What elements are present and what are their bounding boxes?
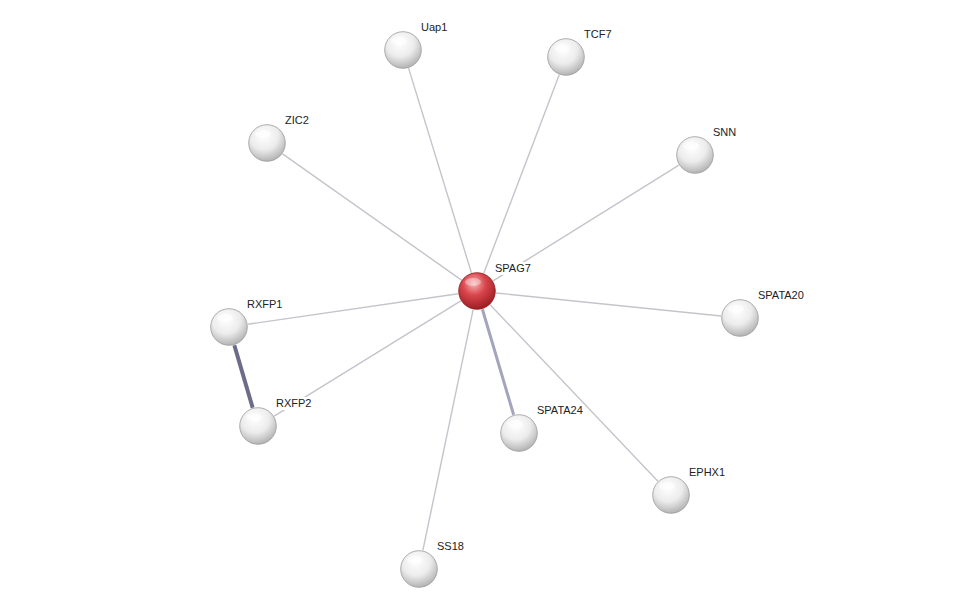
protein-ball: [721, 299, 759, 337]
protein-ball: [239, 407, 277, 445]
protein-ball: [248, 124, 286, 162]
protein-node: Uap1: [384, 31, 422, 69]
protein-label: SPATA24: [536, 404, 584, 417]
protein-node: SS18: [400, 550, 438, 588]
interaction-edge: [409, 68, 472, 273]
protein-label: Uap1: [420, 21, 448, 34]
protein-label: EPHX1: [688, 466, 726, 479]
protein-node: EPHX1: [652, 476, 690, 514]
query-protein-ball: [458, 272, 496, 310]
protein-label: SNN: [712, 126, 737, 139]
protein-node: RXFP2: [239, 407, 277, 445]
interaction-edge: [423, 310, 473, 551]
protein-label: SPAG7: [494, 262, 532, 275]
protein-ball: [500, 414, 538, 452]
protein-label: RXFP1: [246, 298, 283, 311]
protein-ball: [676, 136, 714, 174]
protein-node: SNN: [676, 136, 714, 174]
protein-node: TCF7: [547, 38, 585, 76]
protein-node: RXFP1: [210, 308, 248, 346]
protein-node: SPATA24: [500, 414, 538, 452]
protein-ball: [652, 476, 690, 514]
protein-node: ZIC2: [248, 124, 286, 162]
interaction-edge: [493, 165, 679, 281]
protein-ball: [547, 38, 585, 76]
protein-label: TCF7: [583, 28, 613, 41]
protein-node: SPAG7: [458, 272, 496, 310]
protein-ball: [210, 308, 248, 346]
interaction-edge: [490, 305, 658, 481]
interaction-edge: [496, 293, 721, 316]
interaction-edge: [484, 75, 559, 273]
protein-label: ZIC2: [284, 114, 310, 127]
protein-label: SPATA20: [757, 289, 805, 302]
protein-node: SPATA20: [721, 299, 759, 337]
interaction-edge: [283, 154, 462, 280]
protein-label: RXFP2: [275, 397, 312, 410]
interaction-edge: [274, 301, 461, 416]
interaction-edge: [234, 345, 252, 408]
protein-label: SS18: [436, 540, 465, 553]
protein-ball: [384, 31, 422, 69]
protein-ball: [400, 550, 438, 588]
